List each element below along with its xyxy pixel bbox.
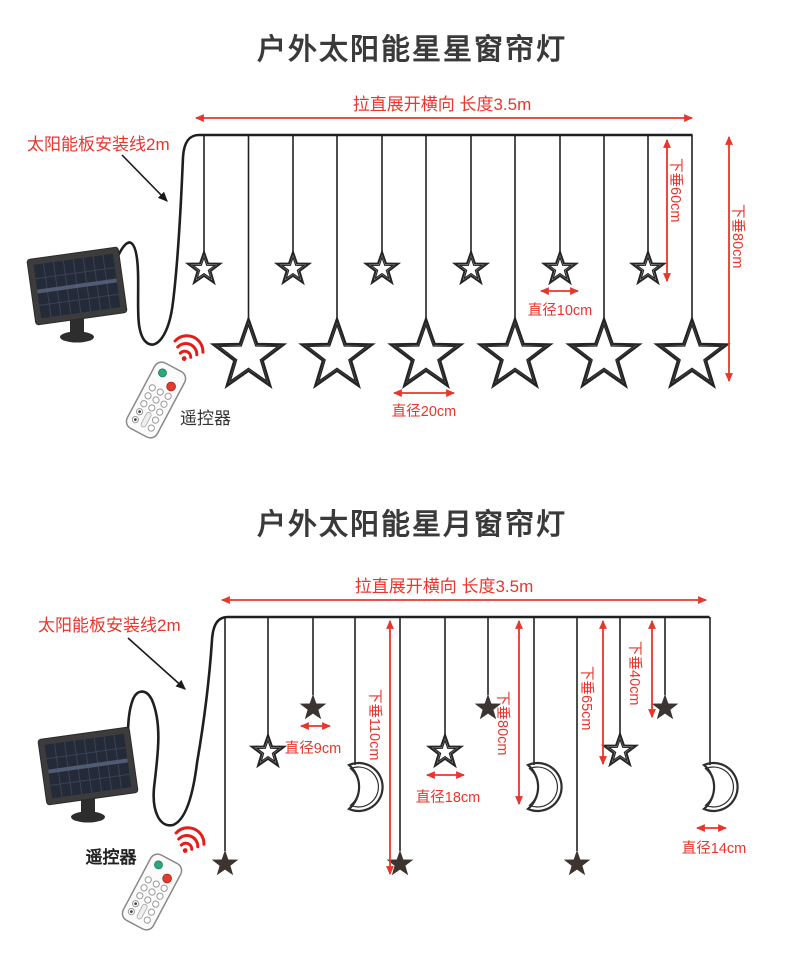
moon-icon xyxy=(347,761,384,813)
small-star-icon xyxy=(542,251,578,284)
solar-cable xyxy=(126,639,214,827)
outline-star-icon xyxy=(602,733,638,766)
dia10-label: 直径10cm xyxy=(527,303,593,319)
small-star-icon xyxy=(364,251,400,284)
moon-icon xyxy=(702,761,739,813)
section1-remote-label: 遥控器 xyxy=(180,409,231,428)
solar-panel xyxy=(37,726,139,823)
light-strings xyxy=(224,617,711,851)
section2-length-label: 拉直展开横向 长度3.5m xyxy=(354,577,534,596)
cable-pointer-arrow xyxy=(121,154,168,202)
outline-star-icon xyxy=(250,734,286,767)
remote-control xyxy=(122,358,190,442)
small-star-icon xyxy=(453,251,489,284)
large-star-icon xyxy=(300,317,374,388)
star-moon-curtain-diagram xyxy=(37,596,739,934)
section1-cable-label: 太阳能板安装线2m xyxy=(27,135,170,154)
large-star-icon xyxy=(211,317,285,388)
main-wire xyxy=(210,615,710,641)
drop65-label: 下垂65cm xyxy=(578,666,594,731)
drop110-label: 下垂110cm xyxy=(366,689,382,761)
solid-star-icon xyxy=(651,694,679,720)
solar-cable xyxy=(115,156,185,346)
light-strings xyxy=(203,135,693,319)
drop60-label: 下垂60cm xyxy=(667,158,683,223)
drop80b-label: 下垂80cm xyxy=(494,691,510,756)
dia14-label: 直径14cm xyxy=(681,841,747,857)
solar-panel xyxy=(26,246,128,343)
small-star-icon xyxy=(630,251,666,284)
section1-length-label: 拉直展开横向 长度3.5m xyxy=(352,95,532,114)
solid-star-icon xyxy=(299,694,327,720)
large-star-icon xyxy=(567,317,641,388)
dia18-label: 直径18cm xyxy=(415,790,481,806)
drop40-label: 下垂40cm xyxy=(626,641,642,706)
moon-icon xyxy=(526,761,563,813)
dia9-label: 直径9cm xyxy=(284,741,342,757)
large-star-icon xyxy=(478,317,552,388)
wifi-signal-icon xyxy=(167,329,209,368)
small-star-icon xyxy=(275,251,311,284)
large-star-icon xyxy=(389,317,463,388)
wifi-signal-icon xyxy=(168,821,210,860)
solid-star-icon xyxy=(563,850,591,876)
star-curtain-diagram xyxy=(26,114,733,442)
section2-title: 户外太阳能星月窗帘灯 xyxy=(256,509,568,541)
large-star-icon xyxy=(655,317,729,388)
section2-remote-label: 遥控器 xyxy=(85,848,137,867)
solid-star-icon xyxy=(211,850,239,876)
section2-cable-label: 太阳能板安装线2m xyxy=(38,616,181,635)
dia20-label: 直径20cm xyxy=(391,404,457,420)
cable-pointer-arrow xyxy=(127,637,186,690)
drop80-label: 下垂80cm xyxy=(729,204,745,269)
section1-title: 户外太阳能星星窗帘灯 xyxy=(256,34,568,66)
outline-star-icon xyxy=(427,734,463,767)
small-star-icon xyxy=(186,251,222,284)
main-wire xyxy=(181,133,693,158)
